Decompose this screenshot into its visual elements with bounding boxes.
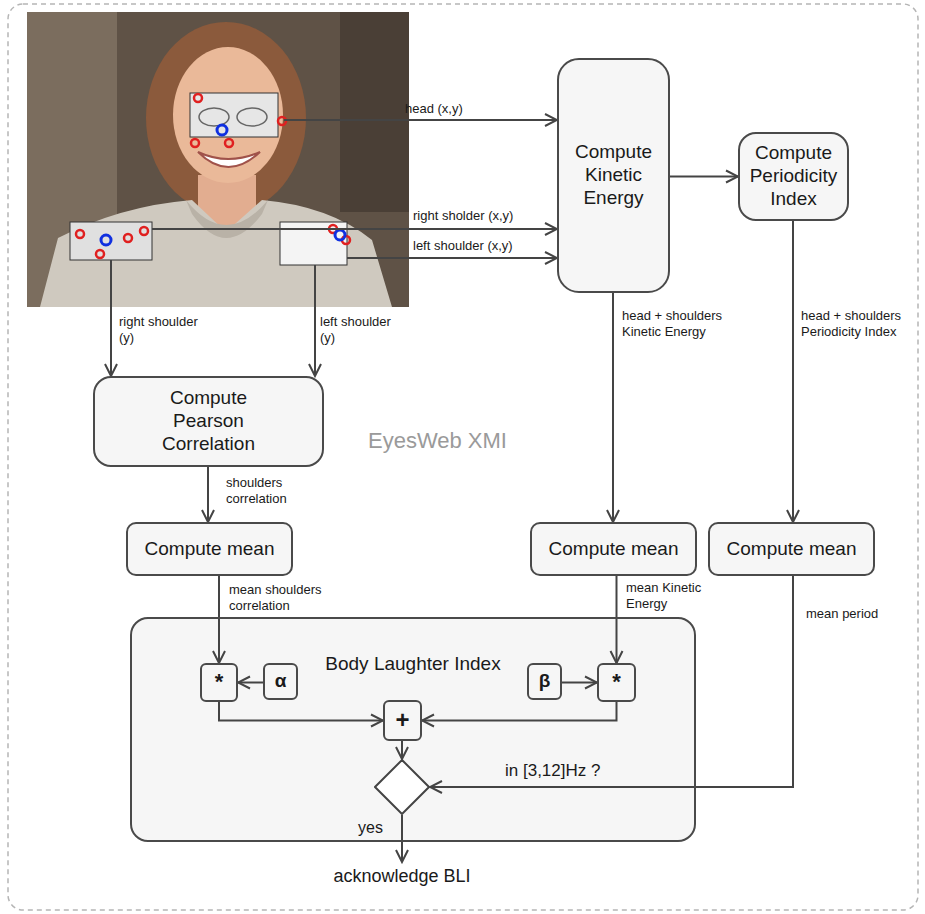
- process-box: Compute Kinetic Energy: [557, 58, 670, 293]
- node-text: Compute Kinetic Energy: [563, 141, 664, 209]
- head-region: [190, 93, 278, 137]
- connector: [612, 293, 614, 522]
- connector: [422, 702, 617, 721]
- index-panel-fill: [130, 617, 694, 842]
- photo-collar: [186, 200, 268, 238]
- process-box: Compute Periodicity Index: [738, 132, 849, 221]
- connector: [219, 702, 383, 721]
- node-text: Compute mean: [727, 538, 857, 561]
- node-text: β: [539, 670, 551, 693]
- diamond-shape: [375, 760, 429, 814]
- photo-sweater: [40, 200, 392, 307]
- connector: [401, 741, 403, 759]
- tracking-points: [76, 94, 350, 258]
- edge-label: shoulders correlation: [226, 475, 336, 508]
- photo-signals: [111, 120, 557, 376]
- signal-line: [152, 228, 557, 230]
- connector: [430, 576, 793, 787]
- node-text: Compute mean: [145, 538, 275, 561]
- edge-label: head + shoulders Periodicity Index: [801, 308, 913, 341]
- condition-label: in [3,12]Hz ?: [505, 761, 600, 781]
- photo-smile: [198, 152, 260, 167]
- edge-label: mean Kinetic Energy: [626, 580, 721, 613]
- process-box: Compute mean: [126, 522, 293, 576]
- node-text: *: [612, 669, 621, 695]
- node-text: Compute Pearson Correlation: [139, 387, 279, 455]
- glasses: [199, 108, 229, 126]
- signal-line: [314, 265, 316, 376]
- connector: [616, 576, 618, 663]
- output-label: acknowledge BLI: [252, 866, 552, 888]
- process-box: Compute mean: [530, 522, 697, 576]
- operator-box: *: [200, 663, 238, 702]
- photo-panel: [340, 12, 409, 212]
- node-text: Compute Periodicity Index: [744, 142, 843, 210]
- process-box: Compute mean: [708, 522, 875, 576]
- connector: [670, 176, 738, 178]
- operator-box: +: [383, 700, 422, 741]
- signal-line: [347, 257, 557, 259]
- signal-label: left shoulder (y): [320, 314, 400, 345]
- watermark: EyesWeb XMI: [368, 428, 507, 454]
- connector: [562, 682, 597, 684]
- signal-label: head (x,y): [405, 101, 463, 117]
- index-panel: Body Laughter Index*αβ*+: [130, 617, 696, 842]
- connector: [792, 221, 794, 522]
- node-text: Compute mean: [549, 538, 679, 561]
- edge-label: mean shoulders correlation: [229, 582, 344, 615]
- edge-label: head + shoulders Kinetic Energy: [622, 308, 742, 341]
- connector: [218, 576, 220, 663]
- signal-label: left shoulder (x,y): [413, 238, 513, 254]
- right-shoulder-region: [70, 222, 152, 260]
- signal-line: [284, 119, 557, 121]
- node-text: *: [215, 669, 224, 695]
- operator-box: *: [597, 663, 636, 702]
- photo: [27, 12, 409, 307]
- glasses: [237, 108, 267, 126]
- signal-label: right sholder (x,y): [413, 208, 513, 224]
- process-box: Compute Pearson Correlation: [93, 376, 324, 467]
- outer-frame: [8, 4, 918, 910]
- constant-box: β: [527, 663, 562, 700]
- node-text: α: [275, 670, 287, 693]
- connector: [207, 467, 209, 522]
- node-text: +: [395, 706, 409, 735]
- output-arrow: [401, 815, 403, 862]
- decision-diamond: [374, 759, 430, 815]
- signal-label: right shoulder (y): [119, 314, 199, 345]
- branch-label: yes: [358, 818, 383, 837]
- photo-background: [27, 12, 409, 307]
- connector: [238, 682, 263, 684]
- centroid-points: [101, 125, 345, 245]
- edge-label: mean period: [806, 606, 878, 622]
- constant-box: α: [263, 663, 298, 700]
- signal-line: [110, 260, 112, 376]
- photo-face: [173, 47, 283, 183]
- diamond-outline: [374, 759, 430, 815]
